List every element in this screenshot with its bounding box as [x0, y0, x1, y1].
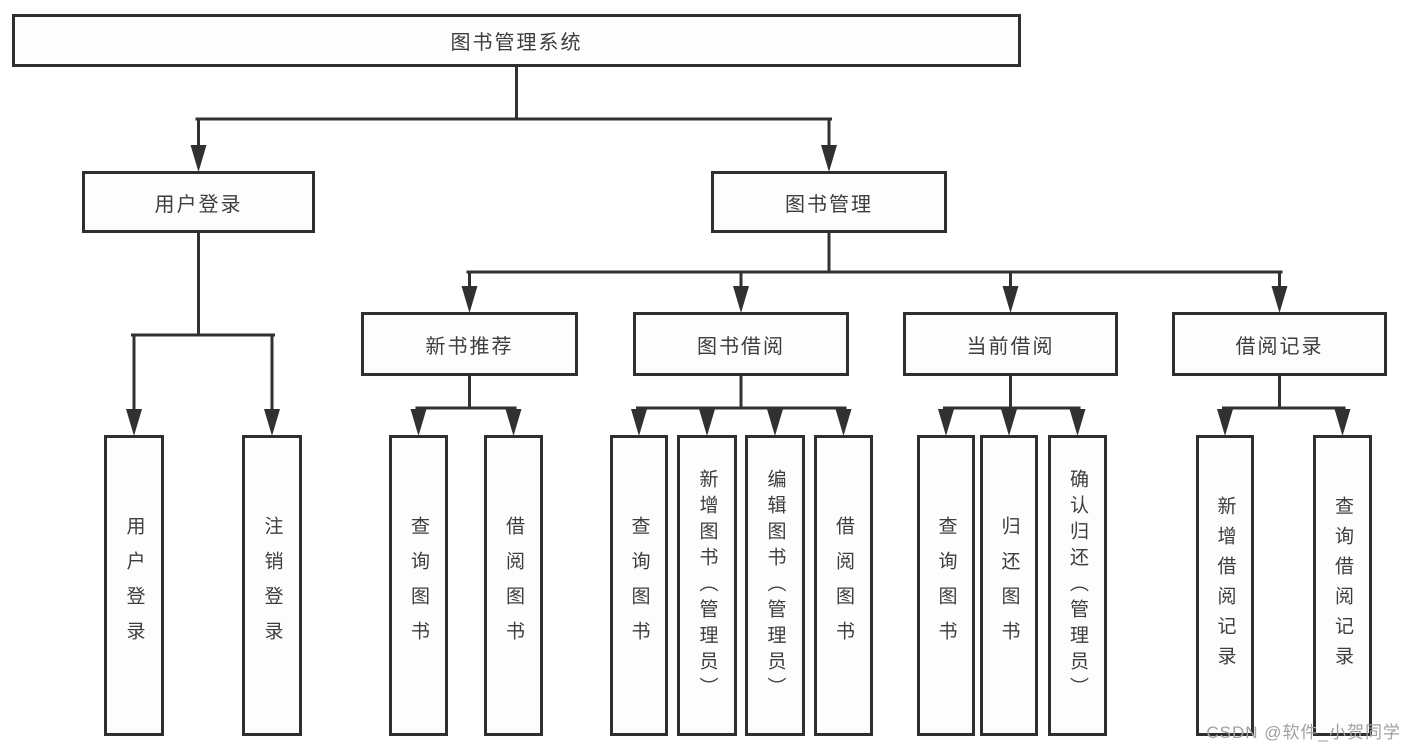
- node-label-book-management: 图书管理: [785, 193, 873, 216]
- arrowhead-down-icon: [821, 145, 837, 172]
- arrowhead-down-icon: [938, 409, 954, 436]
- arrowhead-down-icon: [1217, 409, 1233, 436]
- watermark: CSDN @软件_小贺同学: [1206, 723, 1401, 742]
- node-label-root: 图书管理系统: [450, 32, 583, 54]
- node-label-query-books-2: 查询图书: [628, 515, 650, 656]
- arrowhead-down-icon: [505, 409, 522, 436]
- node-label-add-books-admin: 新增图书（管理员）: [696, 468, 718, 703]
- node-edit-books-admin: 编辑图书（管理员）: [745, 435, 805, 736]
- arrowhead-down-icon: [733, 286, 749, 313]
- node-label-borrow-records: 借阅记录: [1235, 335, 1324, 358]
- node-user-login-leaf: 用户登录: [104, 435, 164, 736]
- node-user-login: 用户登录: [82, 171, 315, 233]
- node-label-new-book-recommend: 新书推荐: [425, 335, 514, 358]
- node-label-current-borrow: 当前借阅: [966, 335, 1055, 358]
- node-borrow-books-1: 借阅图书: [484, 435, 543, 736]
- node-add-borrow-record: 新增借阅记录: [1196, 435, 1254, 736]
- node-label-query-books-1: 查询图书: [408, 515, 429, 656]
- node-label-query-borrow-record: 查询借阅记录: [1332, 495, 1353, 676]
- arrowhead-down-icon: [1002, 286, 1019, 313]
- node-add-books-admin: 新增图书（管理员）: [677, 435, 737, 736]
- arrowhead-down-icon: [1334, 409, 1351, 436]
- node-logout: 注销登录: [242, 435, 302, 736]
- node-label-user-login-leaf: 用户登录: [123, 515, 145, 656]
- node-label-user-login: 用户登录: [154, 193, 243, 216]
- arrowhead-down-icon: [1271, 286, 1288, 313]
- node-book-management: 图书管理: [711, 171, 947, 233]
- node-new-book-recommend: 新书推荐: [361, 312, 578, 376]
- node-query-books-2: 查询图书: [610, 435, 668, 736]
- node-label-return-books: 归还图书: [998, 515, 1020, 656]
- node-query-books-1: 查询图书: [389, 435, 448, 736]
- node-label-edit-books-admin: 编辑图书（管理员）: [764, 468, 786, 703]
- node-label-query-books-3: 查询图书: [935, 515, 957, 656]
- arrowhead-down-icon: [631, 409, 647, 436]
- node-label-add-borrow-record: 新增借阅记录: [1214, 495, 1236, 676]
- arrowhead-down-icon: [699, 409, 715, 436]
- arrowhead-down-icon: [1001, 409, 1017, 436]
- node-label-confirm-return-admin: 确认归还（管理员）: [1067, 468, 1088, 703]
- arrowhead-down-icon: [767, 409, 783, 436]
- arrowhead-down-icon: [1069, 409, 1086, 436]
- node-label-borrow-books-1: 借阅图书: [503, 515, 524, 656]
- node-borrow-records: 借阅记录: [1172, 312, 1387, 376]
- node-borrow-books-2: 借阅图书: [814, 435, 873, 736]
- arrowhead-down-icon: [190, 145, 207, 172]
- node-label-logout: 注销登录: [261, 515, 283, 656]
- arrowhead-down-icon: [410, 409, 427, 436]
- node-book-borrow: 图书借阅: [633, 312, 849, 376]
- arrowhead-down-icon: [264, 409, 280, 436]
- node-query-borrow-record: 查询借阅记录: [1313, 435, 1372, 736]
- arrowhead-down-icon: [835, 409, 852, 436]
- node-label-borrow-books-2: 借阅图书: [833, 515, 854, 656]
- node-root: 图书管理系统: [12, 14, 1021, 67]
- arrowhead-down-icon: [126, 409, 142, 436]
- node-return-books: 归还图书: [980, 435, 1038, 736]
- arrowhead-down-icon: [461, 286, 478, 313]
- node-confirm-return-admin: 确认归还（管理员）: [1048, 435, 1107, 736]
- node-label-book-borrow: 图书借阅: [697, 335, 785, 358]
- node-current-borrow: 当前借阅: [903, 312, 1118, 376]
- node-query-books-3: 查询图书: [917, 435, 975, 736]
